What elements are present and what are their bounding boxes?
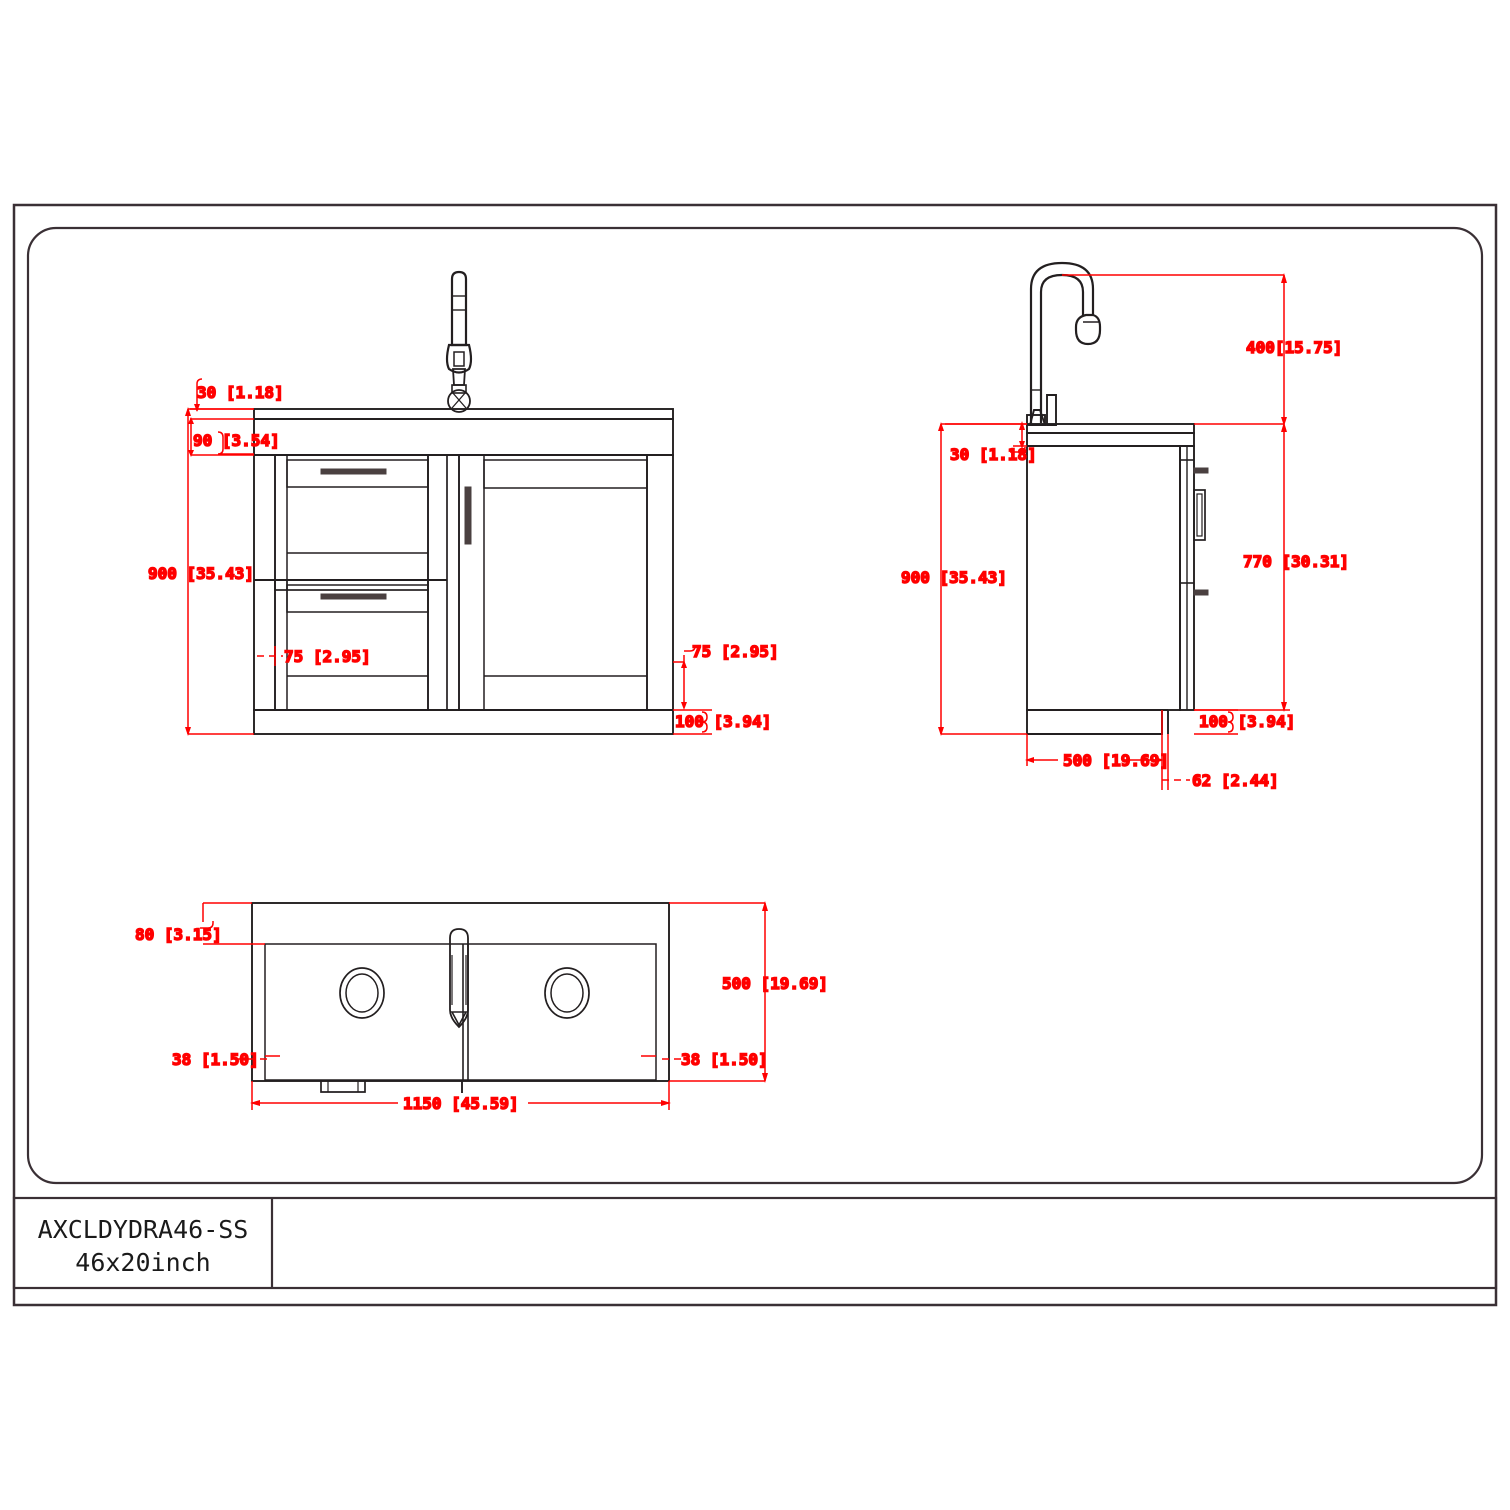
dim-plan-left-margin-label: 38 [1.50]	[172, 1050, 259, 1069]
dim-side-faucet-height: 400[15.75]	[1062, 273, 1343, 426]
dim-plan-depth-label: 500 [19.69]	[722, 974, 828, 993]
side-elevation-view	[1026, 261, 1209, 735]
dim-front-overall-height-label: 900 [35.43]	[148, 564, 254, 583]
title-model-code: AXCLDYDRA46-SS	[38, 1215, 249, 1244]
dim-plan-rear-deck-label: 80 [3.15]	[135, 925, 222, 944]
plan-bowl-rim	[264, 943, 657, 1081]
side-door-handle[interactable]	[1193, 489, 1206, 541]
dim-side-toe-recess: 62 [2.44]	[1162, 734, 1279, 791]
dim-side-body-height: 770 [30.31]	[1194, 422, 1350, 712]
title-block: AXCLDYDRA46-SS 46x20inch	[12, 1196, 1498, 1290]
dim-front-apron-height-label: 90 [3.54]	[193, 431, 280, 450]
dim-side-depth-label: 500 [19.69]	[1063, 751, 1169, 770]
dim-plan-right-margin: 38 [1.50]	[641, 1049, 768, 1070]
plan-dimension-group: 80 [3.15] 38 [1.50] 38 [1.50] 500 [19.69…	[134, 901, 829, 1114]
dim-side-top-thickness: 30 [1.18]	[945, 421, 1037, 465]
dim-front-overall-height: 900 [35.43]	[147, 407, 255, 736]
dim-front-apron-height: 90 [3.54]	[188, 417, 280, 457]
side-lower-drawer-handle[interactable]	[1193, 589, 1209, 596]
dim-plan-rear-deck: 80 [3.15]	[134, 902, 265, 945]
front-right-door[interactable]	[458, 454, 648, 711]
dim-front-top-thickness-label: 30 [1.18]	[197, 383, 284, 402]
dim-front-right-stile: 75 [2.95]	[673, 641, 779, 710]
side-door-handle-inner	[1196, 493, 1203, 537]
front-door-handle[interactable]	[464, 486, 472, 545]
dim-side-top-thickness-label: 30 [1.18]	[950, 445, 1037, 464]
side-upper-drawer-handle[interactable]	[1193, 467, 1209, 474]
pull-down-faucet-front	[445, 270, 473, 413]
plan-faucet-footprint	[449, 928, 469, 1029]
dim-side-faucet-height-label: 400[15.75]	[1246, 338, 1342, 357]
front-lower-drawer[interactable]	[274, 579, 429, 711]
dim-plan-width-label: 1150 [45.59]	[403, 1094, 519, 1113]
dim-front-right-stile-label: 75 [2.95]	[692, 642, 779, 661]
dim-side-overall-height: 900 [35.43]	[900, 422, 1027, 736]
dim-plan-depth: 500 [19.69]	[669, 901, 829, 1083]
dim-side-toe-recess-label: 62 [2.44]	[1192, 771, 1279, 790]
dim-plan-width: 1150 [45.59]	[250, 1081, 671, 1114]
dim-side-overall-height-label: 900 [35.43]	[901, 568, 1007, 587]
front-dimension-group: 30 [1.18] 90 [3.54] 900 [35.43] 75 [2.95…	[147, 378, 779, 736]
front-elevation-view	[253, 270, 674, 735]
dim-plan-left-margin: 38 [1.50]	[171, 1049, 280, 1070]
dim-front-left-stile-label: 75 [2.95]	[284, 647, 371, 666]
dim-side-depth: 500 [19.69]	[1025, 710, 1170, 790]
plan-left-drain	[339, 967, 385, 1019]
dim-front-left-stile: 75 [2.95]	[257, 646, 371, 667]
front-upper-drawer-handle[interactable]	[320, 468, 387, 475]
side-dimension-group: 400[15.75] 30 [1.18] 900 [35.43]	[900, 273, 1350, 791]
title-block-border	[12, 1196, 1498, 1290]
plan-mounting-bracket	[320, 1081, 366, 1093]
plan-sink-deck	[251, 902, 670, 1082]
dim-side-toe-kick: 100 [3.94]	[1194, 709, 1296, 735]
front-upper-drawer[interactable]	[274, 454, 429, 591]
dim-front-toe-kick: 100 [3.94]	[673, 709, 772, 735]
drawing-area-frame	[26, 226, 1484, 1185]
sheet-outer-border	[12, 203, 1498, 1307]
front-lower-drawer-handle[interactable]	[320, 593, 387, 600]
plan-right-drain	[544, 967, 590, 1019]
dim-side-toe-kick-label: 100 [3.94]	[1199, 712, 1295, 731]
dim-side-body-height-label: 770 [30.31]	[1243, 552, 1349, 571]
dim-front-top-thickness: 30 [1.18]	[190, 378, 284, 420]
dim-front-toe-kick-label: 100 [3.94]	[675, 712, 771, 731]
plan-view	[251, 902, 670, 1093]
title-size-label: 46x20inch	[75, 1248, 210, 1277]
dim-plan-right-margin-label: 38 [1.50]	[681, 1050, 768, 1069]
